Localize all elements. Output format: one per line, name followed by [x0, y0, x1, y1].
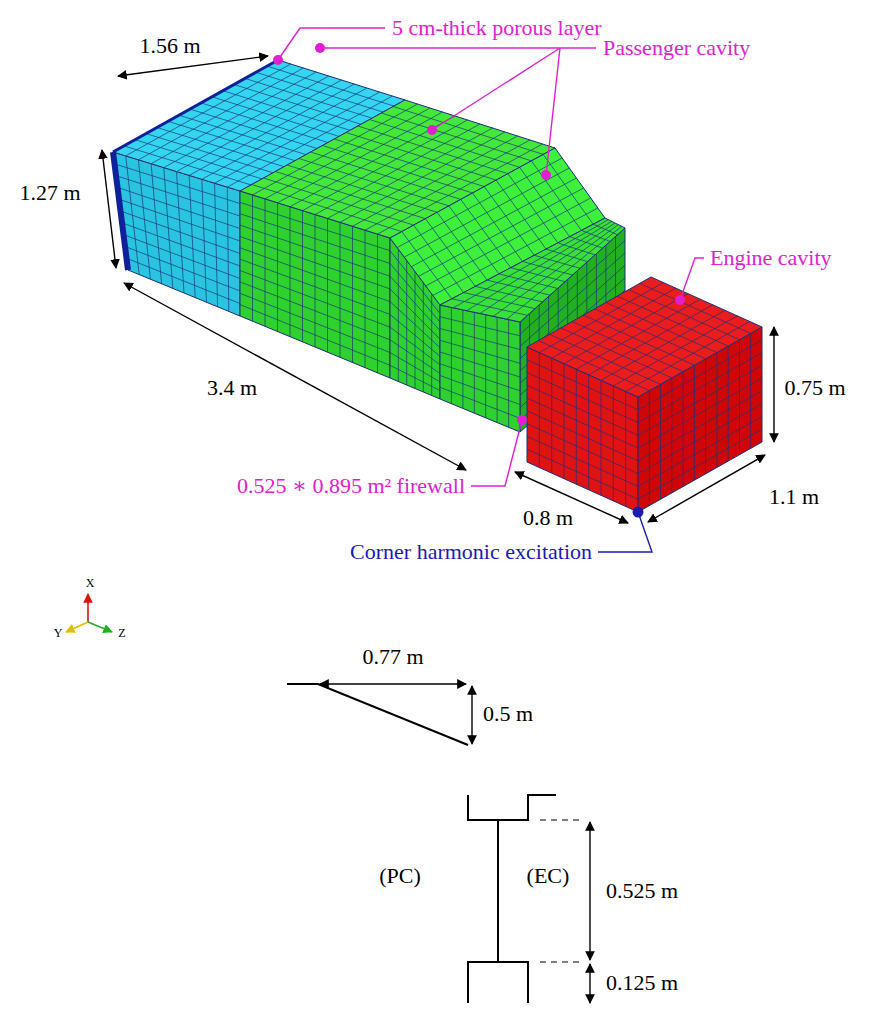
- dimension-label: 1.27 m: [19, 180, 80, 205]
- dimension-extension: [540, 820, 580, 962]
- callout-label: 5 cm-thick porous layer: [392, 15, 602, 40]
- axis-label: Y: [54, 627, 63, 641]
- passenger-hood-grid: [452, 220, 622, 320]
- cavity-mesh: [113, 60, 762, 512]
- axis-label: Z: [118, 627, 125, 641]
- passenger-side-grid: [440, 307, 520, 427]
- dimension-label: 0.8 m: [523, 505, 573, 530]
- dimension-label: 3.4 m: [207, 375, 257, 400]
- engine-top-face: [527, 277, 762, 397]
- callout-label: 0.525 ∗ 0.895 m² firewall: [237, 473, 465, 498]
- dimension-label: 0.125 m: [606, 970, 678, 995]
- dimension-label: 0.5 m: [483, 701, 533, 726]
- leader-lines: [278, 28, 704, 486]
- axis-triad: [66, 594, 112, 632]
- dimension-label: 0.75 m: [784, 375, 845, 400]
- profile-dimensions: [320, 684, 590, 1003]
- profile-section: [287, 684, 556, 1003]
- region-label: (PC): [379, 863, 421, 888]
- callout-label: Passenger cavity: [603, 35, 750, 60]
- dimension-label: 1.1 m: [769, 484, 819, 509]
- engine-top-face-grid: [538, 283, 750, 392]
- callout-label: Engine cavity: [710, 245, 832, 270]
- dimension-label: 1.56 m: [139, 33, 200, 58]
- dimension-label: 0.77 m: [362, 644, 423, 669]
- axis-label: X: [86, 577, 95, 591]
- porous-layer: [113, 152, 128, 270]
- excitation-point: [633, 507, 644, 518]
- callout-label: Corner harmonic excitation: [350, 539, 592, 564]
- passenger-side: [440, 305, 520, 432]
- dimension-label: 0.525 m: [606, 878, 678, 903]
- region-label: (EC): [527, 863, 570, 888]
- callout-dots: [273, 43, 685, 425]
- passenger-hood: [440, 218, 625, 322]
- excitation-leader: [598, 512, 652, 552]
